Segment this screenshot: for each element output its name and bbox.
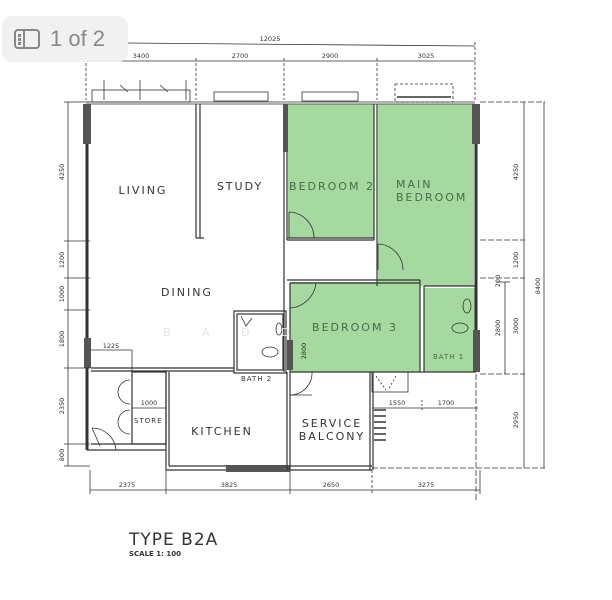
doors	[91, 211, 409, 451]
bedroom-3-area	[290, 282, 420, 372]
dim-store-width: 1000	[141, 399, 158, 407]
dim-dining-store: 1225	[103, 342, 120, 350]
bath-fixtures	[240, 298, 472, 358]
dim-top-1: 3400	[133, 52, 150, 60]
left-dimensions	[64, 101, 90, 467]
bottom-dimensions	[89, 349, 481, 494]
dim-left-2: 1200	[58, 252, 66, 269]
room-label-bath-1: BATH 1	[433, 353, 464, 361]
room-label-study: STUDY	[217, 180, 263, 193]
top-dimensions	[85, 42, 476, 100]
dim-left-1: 4250	[58, 164, 66, 181]
dim-right-small-2: 2800	[494, 320, 502, 337]
plan-scale: SCALE 1: 100	[129, 550, 181, 558]
highlighted-rooms	[288, 104, 476, 372]
top-windows	[86, 80, 475, 105]
dim-bottom-2: 3825	[221, 481, 238, 489]
dim-bottom-1: 2375	[119, 481, 136, 489]
room-label-kitchen: KITCHEN	[191, 425, 253, 438]
room-label-bedroom-3: BEDROOM 3	[312, 321, 398, 334]
dim-right-4: 2950	[512, 412, 520, 429]
dim-left-5: 2350	[58, 398, 66, 415]
dim-top-total: 12025	[260, 35, 281, 43]
room-label-service: SERVICE	[302, 417, 362, 430]
room-label-bath-2: BATH 2	[241, 375, 272, 383]
dim-bottom-4: 3275	[418, 481, 435, 489]
sidebar-icon[interactable]	[14, 29, 40, 49]
plan-title: TYPE B2A	[128, 530, 218, 550]
room-label-living: LIVING	[119, 184, 168, 197]
dim-right-small-1: 200	[494, 275, 502, 287]
room-label-store: STORE	[134, 417, 163, 425]
room-label-dining: DINING	[161, 286, 213, 299]
dim-bottom-3: 2650	[323, 481, 340, 489]
dim-left-6: 800	[58, 449, 66, 461]
louvres	[374, 409, 386, 441]
watermark: B A D D	[163, 326, 304, 339]
dim-left-3: 1000	[58, 286, 66, 303]
dim-right-2: 1200	[512, 252, 520, 269]
page-count: 1 of 2	[50, 26, 106, 51]
main-bedroom-area	[378, 104, 474, 286]
dim-top-2: 2700	[232, 52, 249, 60]
dim-balcony-right: 1700	[438, 399, 455, 407]
room-label-balcony: BALCONY	[299, 430, 366, 443]
dim-right-3: 3000	[512, 318, 520, 335]
dim-right-1: 4250	[512, 164, 520, 181]
bedroom-2-area	[288, 104, 374, 238]
room-label-main-bedroom-1: MAIN	[396, 178, 433, 191]
dim-right-total: 8400	[534, 278, 542, 295]
dim-bath2-side: 2800	[300, 343, 308, 360]
room-label-main-bedroom-2: BEDROOM	[396, 191, 467, 204]
right-dimensions	[372, 101, 545, 500]
page-indicator[interactable]: 1 of 2	[2, 16, 128, 62]
room-label-bedroom-2: BEDROOM 2	[289, 180, 375, 193]
dim-left-4: 1800	[58, 331, 66, 348]
dim-top-3: 2900	[322, 52, 339, 60]
dim-top-4: 3025	[418, 52, 435, 60]
dim-balcony-left: 1550	[389, 399, 406, 407]
